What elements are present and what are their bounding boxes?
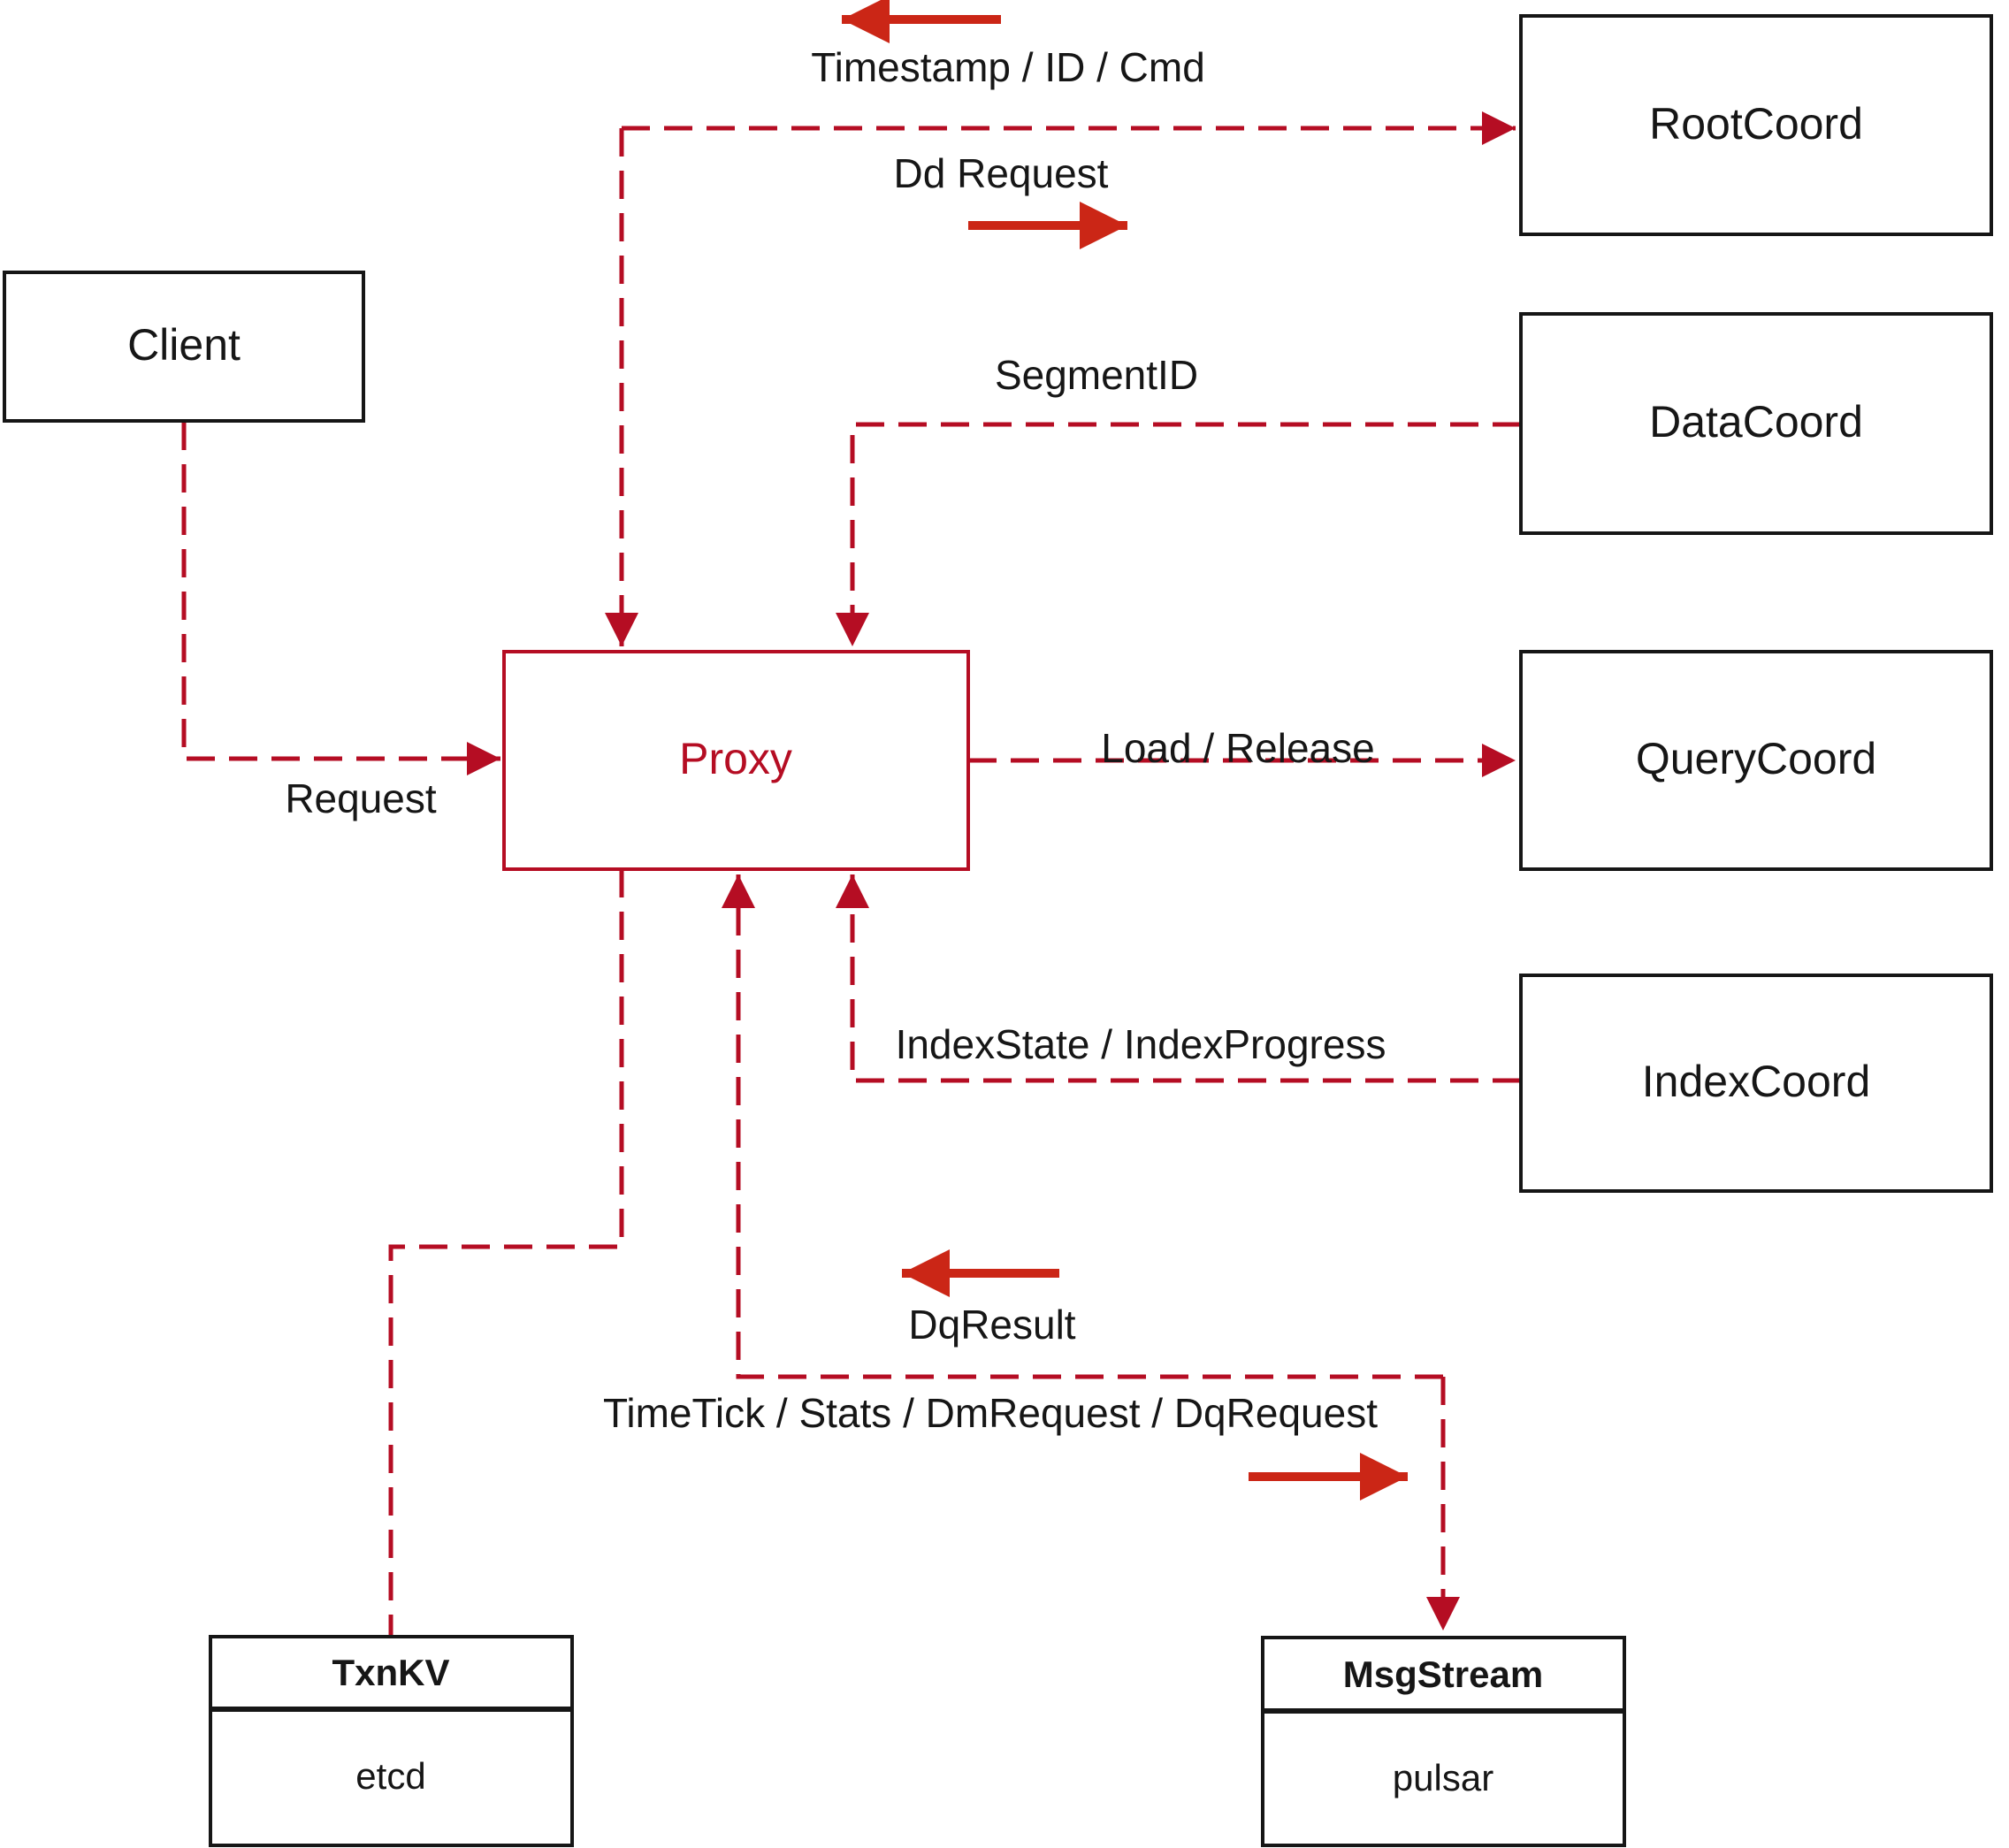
msgstream-subtitle: pulsar bbox=[1393, 1757, 1493, 1798]
msgstream-title: MsgStream bbox=[1343, 1653, 1543, 1695]
edge-datacoord-to-proxy bbox=[836, 422, 1521, 646]
indexcoord-box bbox=[1519, 974, 1993, 1193]
edge-label-timestamp: Timestamp / ID / Cmd bbox=[811, 44, 1205, 90]
datacoord-box bbox=[1519, 312, 1993, 535]
txnkv-node: TxnKV etcd bbox=[209, 1635, 574, 1847]
rootcoord-label: RootCoord bbox=[1649, 99, 1863, 149]
client-box bbox=[3, 271, 365, 423]
edge-label-dq-result: DqResult bbox=[908, 1302, 1075, 1348]
rootcoord-node: RootCoord bbox=[1519, 14, 1993, 236]
edge-label-load-release: Load / Release bbox=[1101, 725, 1374, 771]
msgstream-node: MsgStream pulsar bbox=[1261, 1636, 1626, 1847]
msgstream-box bbox=[1261, 1636, 1626, 1847]
edge-label-index-state: IndexState / IndexProgress bbox=[896, 1021, 1386, 1067]
edge-proxy-to-txnkv bbox=[388, 869, 624, 1635]
edge-msgstream-to-proxy bbox=[722, 874, 1443, 1379]
datacoord-node: DataCoord bbox=[1519, 312, 1993, 535]
querycoord-node: QueryCoord bbox=[1519, 650, 1993, 871]
client-node: Client bbox=[3, 271, 365, 423]
txnkv-title: TxnKV bbox=[332, 1652, 449, 1693]
proxy-label: Proxy bbox=[679, 734, 792, 783]
txnkv-box bbox=[209, 1635, 574, 1847]
edge-label-segment-id: SegmentID bbox=[995, 352, 1198, 398]
querycoord-box bbox=[1519, 650, 1993, 871]
client-label: Client bbox=[127, 320, 241, 370]
edge-label-request: Request bbox=[285, 775, 437, 821]
edge-client-to-proxy bbox=[181, 422, 500, 775]
indexcoord-node: IndexCoord bbox=[1519, 974, 1993, 1193]
rootcoord-box bbox=[1519, 14, 1993, 236]
indexcoord-label: IndexCoord bbox=[1642, 1057, 1871, 1106]
proxy-node: Proxy bbox=[502, 650, 970, 871]
edge-label-dd-request: Dd Request bbox=[894, 150, 1109, 196]
querycoord-label: QueryCoord bbox=[1636, 734, 1876, 783]
edge-label-timetick: TimeTick / Stats / DmRequest / DqRequest bbox=[603, 1390, 1378, 1436]
txnkv-subtitle: etcd bbox=[355, 1755, 425, 1797]
datacoord-label: DataCoord bbox=[1649, 397, 1863, 447]
proxy-box bbox=[502, 650, 970, 871]
edge-indexcoord-to-proxy bbox=[836, 874, 1521, 1083]
